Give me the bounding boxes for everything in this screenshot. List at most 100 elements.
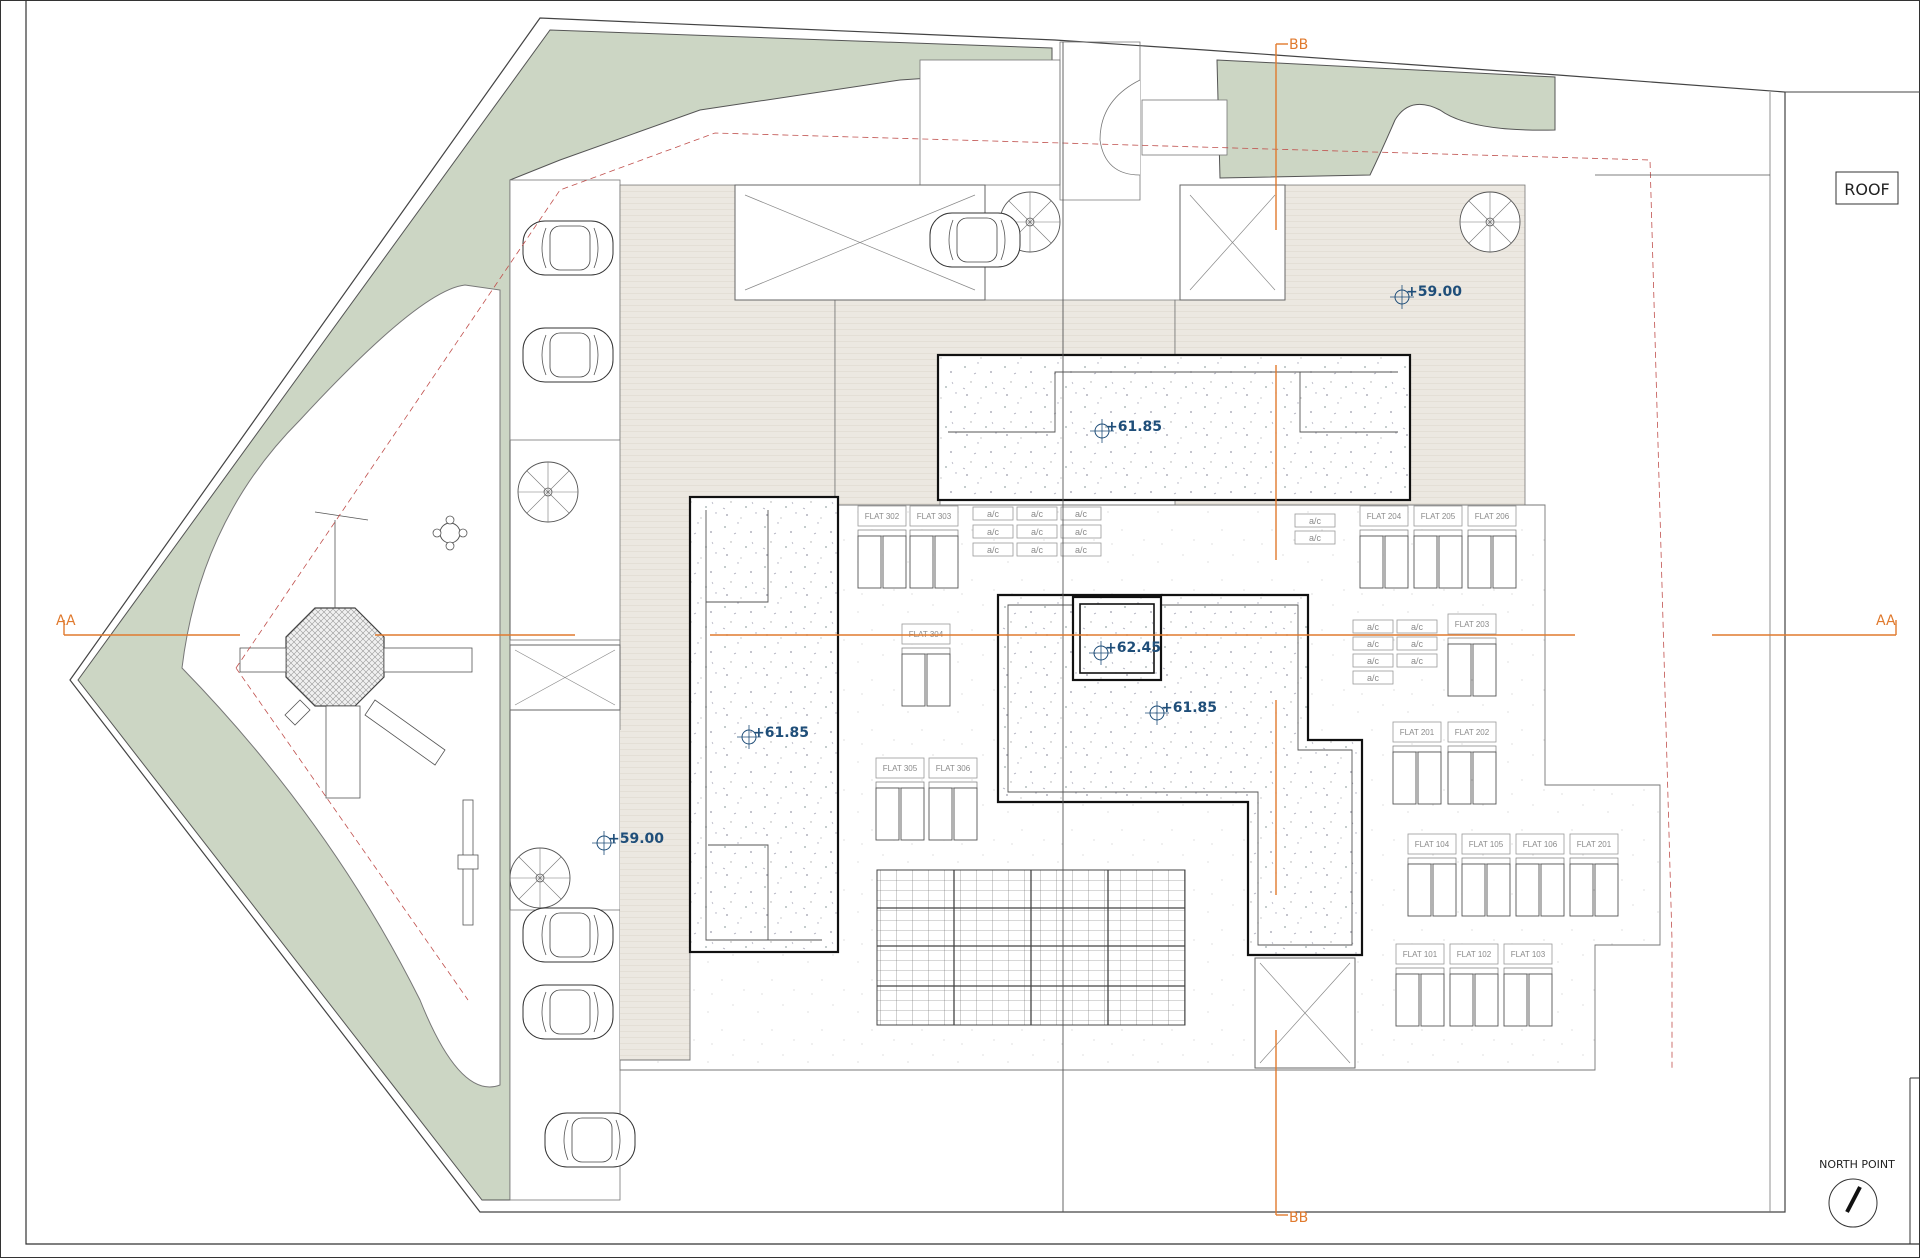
tank-cap [1407, 857, 1457, 865]
setback-line [235, 132, 1673, 1070]
ac-box [1016, 542, 1058, 557]
car-icon [522, 907, 614, 963]
ac-label: a/c [1031, 527, 1044, 537]
ac-box [1016, 506, 1058, 521]
ac-label: a/c [987, 527, 1000, 537]
flat-label: FLAT 305 [883, 764, 918, 773]
ac-box [1352, 636, 1394, 651]
ac-unit: a/c [1294, 530, 1336, 545]
ac-unit: a/c [1294, 513, 1336, 528]
flat-tag-box [928, 757, 978, 779]
drawing-frame [25, 0, 1920, 1245]
tank-left [901, 653, 926, 707]
flat-label: FLAT 102 [1457, 950, 1492, 959]
ac-unit: a/c [972, 506, 1014, 521]
light-well-west [509, 644, 621, 711]
car-windows [541, 914, 599, 956]
flat-tag-box [1461, 833, 1511, 855]
car-icon [522, 220, 614, 276]
roof-view-label: ROOF [1835, 171, 1899, 205]
ac-unit: a/c [1060, 542, 1102, 557]
tank-left [1447, 643, 1472, 697]
ac-label: a/c [1411, 622, 1424, 632]
flat-tag-box [1447, 721, 1497, 743]
ac-box [1352, 619, 1394, 634]
ac-box [1352, 653, 1394, 668]
tank-right [882, 535, 907, 589]
spiral-stair-southwest [509, 847, 571, 909]
flat-label: FLAT 201 [1400, 728, 1435, 737]
flat-tag-box [901, 623, 951, 645]
raised-roof-west [688, 495, 840, 954]
ac-box [1016, 524, 1058, 539]
flat-tag-box [1413, 505, 1463, 527]
car-windows [541, 991, 599, 1033]
ac-label: a/c [1075, 545, 1088, 555]
tank-right [1438, 535, 1463, 589]
flat-label: FLAT 101 [1403, 950, 1438, 959]
north-arrow-icon [1828, 1178, 1878, 1228]
light-well-northeast [1179, 184, 1286, 301]
flat-label: FLAT 205 [1421, 512, 1456, 521]
flat-tank-f204: FLAT 204 [1359, 505, 1409, 589]
ac-box [972, 524, 1014, 539]
tank-cap [909, 529, 959, 537]
flat-tag-box [1503, 943, 1553, 965]
north-point-label: NORTH POINT [1819, 1158, 1895, 1171]
spring-rider [432, 515, 468, 551]
tank-cap [1392, 745, 1442, 753]
car-roof [549, 225, 591, 271]
tank-right [1540, 863, 1565, 917]
tank-right [1492, 535, 1517, 589]
flat-label: FLAT 306 [936, 764, 971, 773]
ac-label: a/c [1367, 622, 1380, 632]
flat-label: FLAT 105 [1469, 840, 1504, 849]
flat-label: FLAT 303 [917, 512, 952, 521]
ac-label: a/c [1411, 656, 1424, 666]
car-roof [549, 332, 591, 378]
ac-box [972, 542, 1014, 557]
tank-cap [1447, 637, 1497, 645]
tank-cap [857, 529, 907, 537]
tank-left [1392, 751, 1417, 805]
level-text-roof-left: +61.85 [753, 725, 809, 741]
level-text-terrace-left: +59.00 [608, 831, 664, 847]
ac-unit: a/c [1352, 670, 1394, 685]
flat-label: FLAT 103 [1511, 950, 1546, 959]
ac-label: a/c [1031, 545, 1044, 555]
tank-cap [1515, 857, 1565, 865]
flat-tank-f202: FLAT 202 [1447, 721, 1497, 805]
terrace-southwest [620, 730, 690, 1070]
level-marker-terrace-right: +59.00 [1390, 284, 1462, 309]
tank-cap [1359, 529, 1409, 537]
tank-left [928, 787, 953, 841]
ac-box [1396, 653, 1438, 668]
tank-left [1447, 751, 1472, 805]
flat-tank-f201b: FLAT 201 [1569, 833, 1619, 917]
flat-tag-box [875, 757, 925, 779]
car-icon [544, 1112, 636, 1168]
car-icon [929, 212, 1021, 268]
spiral-stair-northwest [517, 461, 579, 523]
section-line-bb [1275, 43, 1288, 1216]
tank-left [1503, 973, 1528, 1027]
flat-tank-f305: FLAT 305 [875, 757, 925, 841]
entrance-court [919, 59, 1061, 186]
tank-left [1407, 863, 1432, 917]
tank-right [1474, 973, 1499, 1027]
ac-label: a/c [1309, 516, 1322, 526]
flat-tag-box [1449, 943, 1499, 965]
parking-bays-upper [509, 179, 621, 441]
tank-cap [1569, 857, 1619, 865]
title-block-edge [1909, 1077, 1920, 1244]
section-bb-label-north: BB [1289, 37, 1308, 53]
ac-box [1294, 530, 1336, 545]
tank-right [1472, 751, 1497, 805]
landscape-area-north [1216, 59, 1556, 179]
car-windows [541, 227, 599, 269]
stair-shaft [1059, 41, 1141, 201]
flat-label: FLAT 104 [1415, 840, 1450, 849]
ac-box [1396, 619, 1438, 634]
ac-label: a/c [1367, 639, 1380, 649]
